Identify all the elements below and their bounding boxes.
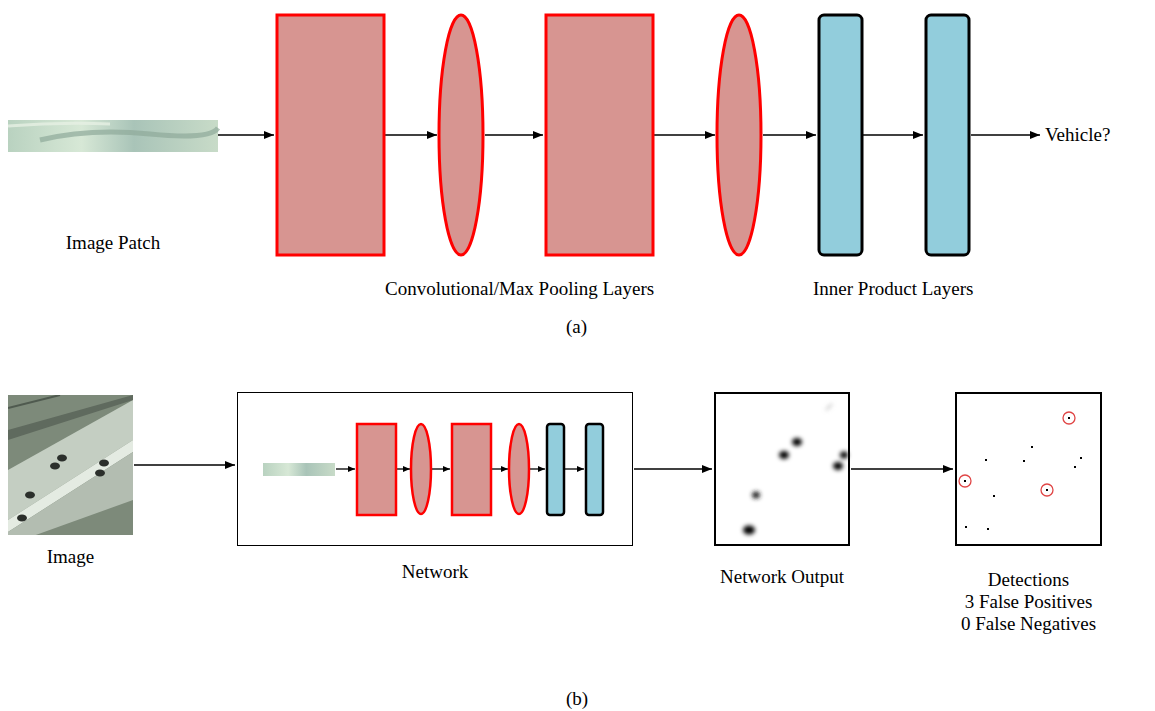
road-edge bbox=[8, 395, 133, 440]
inner-product-layer bbox=[819, 15, 862, 255]
label-text: (b) bbox=[566, 688, 588, 710]
inner-product-layer bbox=[586, 424, 603, 515]
car bbox=[50, 463, 60, 470]
detection-dot bbox=[1080, 457, 1082, 459]
pool-layer bbox=[509, 424, 529, 514]
arrow bbox=[336, 468, 355, 469]
detections-box: Detections3 False Positives0 False Negat… bbox=[955, 392, 1102, 546]
label-text: Vehicle? bbox=[1045, 124, 1110, 146]
node-note: 3 False Positives bbox=[965, 591, 1093, 613]
arrow bbox=[971, 134, 1040, 136]
inner-product-layer bbox=[547, 424, 564, 515]
faint-streak bbox=[826, 404, 832, 410]
node-label: Image bbox=[47, 546, 94, 568]
patch-highlight bbox=[8, 123, 110, 126]
detection-dot bbox=[1023, 460, 1025, 462]
detection-dot bbox=[985, 459, 987, 461]
conv-layer bbox=[452, 424, 491, 515]
blob bbox=[792, 438, 802, 446]
arrow bbox=[218, 134, 274, 136]
arrow bbox=[654, 134, 715, 136]
false-positive-circle bbox=[1063, 412, 1075, 424]
mini-patch bbox=[263, 463, 335, 476]
arrow bbox=[397, 468, 410, 469]
flow-arrow bbox=[134, 464, 235, 466]
detection-marks bbox=[959, 412, 1082, 530]
car bbox=[57, 455, 67, 462]
detection-dot bbox=[987, 528, 989, 530]
input-image: Image bbox=[8, 395, 133, 535]
node-label: Image Patch bbox=[66, 232, 160, 254]
node-label: Network Output bbox=[720, 566, 844, 588]
label-text: Convolutional/Max Pooling Layers bbox=[385, 278, 654, 300]
car bbox=[25, 492, 35, 499]
label-text: (a) bbox=[566, 316, 587, 338]
label-text: Inner Product Layers bbox=[813, 278, 973, 300]
car bbox=[99, 460, 109, 467]
detection-dot bbox=[1046, 489, 1048, 491]
shadow-line bbox=[8, 395, 60, 408]
blob bbox=[840, 452, 848, 459]
conv-layer bbox=[357, 424, 396, 515]
arrow bbox=[485, 134, 543, 136]
image-patch: Image Patch bbox=[8, 120, 218, 152]
patch-streak bbox=[40, 128, 218, 140]
pool-layer bbox=[717, 15, 761, 255]
road bbox=[8, 452, 133, 535]
car bbox=[95, 470, 105, 477]
arrow bbox=[565, 468, 584, 469]
arrow bbox=[432, 468, 450, 469]
arrow bbox=[385, 134, 437, 136]
node-note: 0 False Negatives bbox=[961, 613, 1096, 635]
detection-dot bbox=[993, 495, 995, 497]
inner-product-layer bbox=[926, 15, 969, 255]
mini-network bbox=[263, 424, 603, 515]
image-patch-picture bbox=[8, 120, 218, 152]
flow-arrow bbox=[634, 468, 712, 470]
pool-layer bbox=[439, 15, 483, 255]
pool-layer bbox=[411, 424, 431, 514]
conv-layer bbox=[546, 15, 653, 255]
blob bbox=[833, 462, 843, 470]
blob bbox=[743, 526, 755, 535]
false-positive-circle bbox=[959, 475, 971, 487]
detection-dot bbox=[965, 526, 967, 528]
node-label: Network bbox=[402, 561, 468, 583]
blob bbox=[779, 451, 789, 459]
aerial-image bbox=[8, 395, 133, 535]
output-box: Network Output bbox=[714, 392, 850, 546]
detection-dot bbox=[1074, 466, 1076, 468]
patch-ground bbox=[8, 120, 218, 152]
conv-layer bbox=[277, 15, 384, 255]
flow-arrow bbox=[851, 468, 953, 470]
car bbox=[17, 515, 27, 522]
detection-dot bbox=[1031, 446, 1033, 448]
detection-dot bbox=[964, 480, 966, 482]
arrow bbox=[492, 468, 508, 469]
node-label: Detections bbox=[988, 569, 1069, 591]
arrow bbox=[530, 468, 545, 469]
arrow bbox=[763, 134, 816, 136]
detection-dot bbox=[1068, 417, 1070, 419]
blob bbox=[752, 492, 760, 499]
arrow bbox=[863, 134, 923, 136]
false-positive-circle bbox=[1041, 484, 1053, 496]
network-box: Network bbox=[237, 392, 633, 546]
output-blobs bbox=[743, 404, 848, 535]
